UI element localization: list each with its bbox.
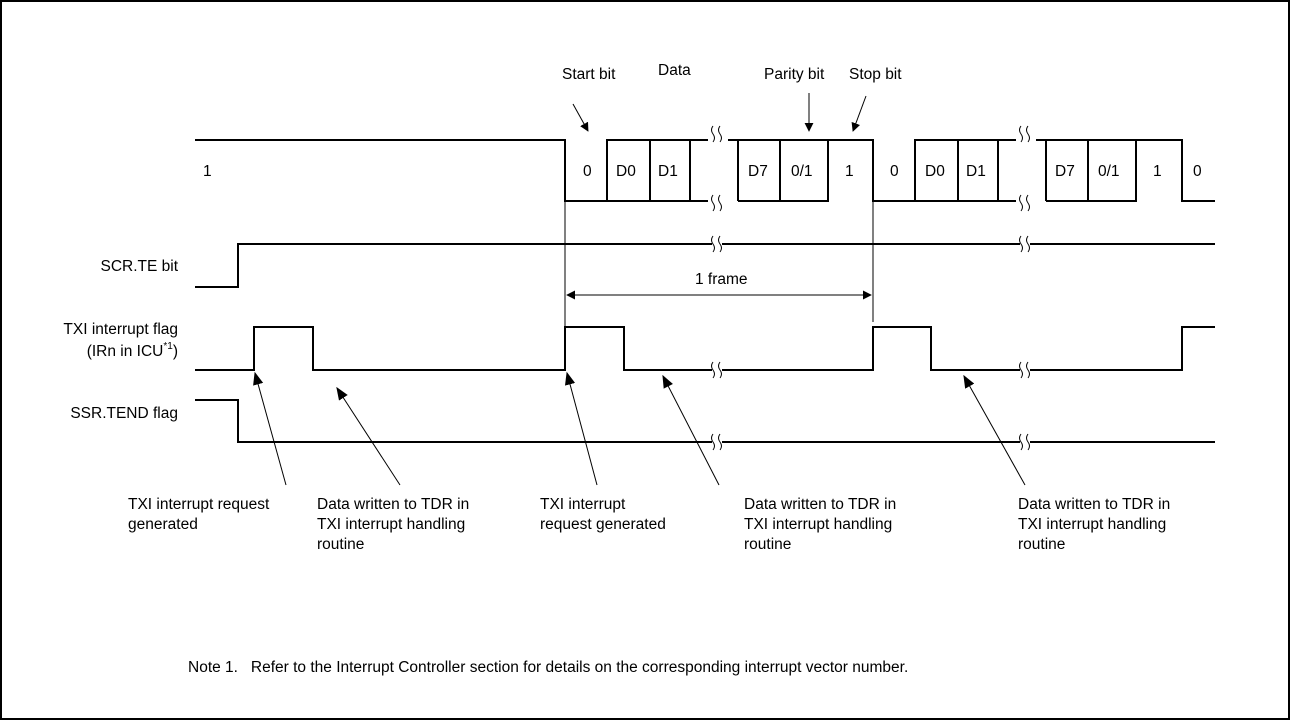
- idle-level-value: 1: [203, 163, 212, 180]
- write2-arrow: [662, 374, 720, 486]
- req2-text: TXI interrupt request generated: [540, 496, 666, 533]
- data-label: Data: [658, 62, 691, 79]
- req1-arrow: [253, 371, 287, 486]
- frame2-start-bit: 0: [890, 163, 899, 180]
- write3-text: Data written to TDR in TXI interrupt han…: [1018, 496, 1175, 553]
- data-line-break-marks: [711, 125, 1030, 212]
- frame1-d7: D7: [748, 163, 768, 180]
- scr-te-waveform: [195, 235, 1215, 288]
- frame2-stop-bit: 1: [1153, 163, 1162, 180]
- start-bit-label: Start bit: [562, 66, 616, 83]
- scr-te-label: SCR.TE bit: [100, 258, 178, 275]
- write1-text: Data written to TDR in TXI interrupt han…: [317, 496, 474, 553]
- frame2-parity: 0/1: [1098, 163, 1120, 180]
- ssr-tend-label: SSR.TEND flag: [70, 405, 178, 422]
- next-start-bit: 0: [1193, 163, 1202, 180]
- stop-bit-arrow: [851, 95, 867, 132]
- write3-arrow: [963, 374, 1026, 486]
- write2-text: Data written to TDR in TXI interrupt han…: [744, 496, 901, 553]
- write1-arrow: [336, 386, 401, 486]
- frame1-d1: D1: [658, 163, 678, 180]
- start-bit-arrow: [572, 103, 589, 132]
- stop-bit-label: Stop bit: [849, 66, 902, 83]
- txi-flag-label-line2: (IRn in ICU*1): [87, 341, 178, 360]
- frame1-stop-bit: 1: [845, 163, 854, 180]
- parity-bit-label: Parity bit: [764, 66, 825, 83]
- frame2-d7: D7: [1055, 163, 1075, 180]
- frame1-d0: D0: [616, 163, 636, 180]
- frame1-start-bit: 0: [583, 163, 592, 180]
- txi-flag-waveform: [195, 326, 1215, 379]
- ssr-tend-waveform: [195, 399, 1215, 451]
- frame-label: 1 frame: [695, 271, 748, 288]
- req2-arrow: [565, 371, 598, 486]
- frame2-d0: D0: [925, 163, 945, 180]
- frame1-parity: 0/1: [791, 163, 813, 180]
- txi-flag-label-line1: TXI interrupt flag: [63, 321, 178, 338]
- serial-data-waveform: [195, 139, 1215, 202]
- footnote: Note 1. Refer to the Interrupt Controlle…: [188, 659, 908, 676]
- req1-text: TXI interrupt request generated: [128, 496, 274, 533]
- frame2-d1: D1: [966, 163, 986, 180]
